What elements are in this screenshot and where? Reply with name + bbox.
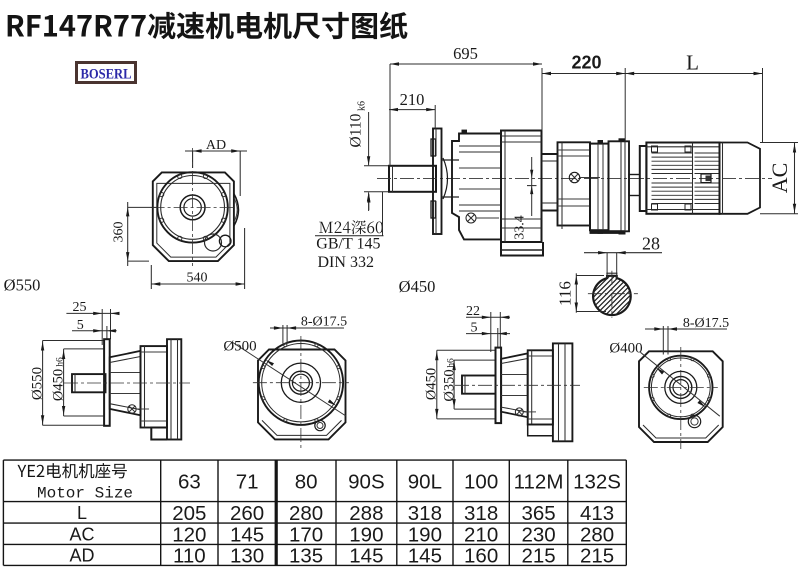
svg-text:100: 100 <box>464 470 498 493</box>
svg-text:116: 116 <box>556 281 575 306</box>
svg-text:280: 280 <box>580 523 614 546</box>
svg-text:210: 210 <box>464 523 498 546</box>
svg-text:L: L <box>686 51 699 75</box>
svg-text:190: 190 <box>349 523 383 546</box>
svg-text:205: 205 <box>172 502 206 525</box>
svg-text:210: 210 <box>400 90 425 109</box>
svg-text:145: 145 <box>349 544 383 567</box>
svg-text:215: 215 <box>580 544 614 567</box>
svg-text:80: 80 <box>295 470 318 493</box>
svg-text:120: 120 <box>172 523 206 546</box>
svg-text:AD: AD <box>206 138 226 153</box>
svg-text:71: 71 <box>236 470 259 493</box>
svg-text:220: 220 <box>571 53 601 73</box>
svg-text:Ø400: Ø400 <box>609 341 642 357</box>
svg-text:Ø450: Ø450 <box>424 368 440 400</box>
svg-text:33.4: 33.4 <box>513 215 528 240</box>
svg-text:Ø450: Ø450 <box>399 277 436 296</box>
svg-text:170: 170 <box>289 523 323 546</box>
svg-text:288: 288 <box>349 502 383 525</box>
svg-text:413: 413 <box>580 502 614 525</box>
svg-text:5: 5 <box>471 321 478 336</box>
svg-text:L: L <box>77 503 87 523</box>
svg-text:145: 145 <box>408 544 442 567</box>
svg-text:110: 110 <box>173 544 206 567</box>
svg-text:112M: 112M <box>514 470 564 493</box>
svg-text:Ø350: Ø350 <box>442 369 458 401</box>
svg-text:215: 215 <box>521 544 555 567</box>
svg-text:BOSERL: BOSERL <box>81 67 132 83</box>
svg-text:28: 28 <box>642 234 660 254</box>
svg-text:280: 280 <box>289 502 323 525</box>
svg-text:540: 540 <box>187 271 208 286</box>
svg-text:130: 130 <box>230 544 264 567</box>
svg-text:k6: k6 <box>357 101 368 111</box>
svg-text:90S: 90S <box>348 470 384 493</box>
svg-text:DIN 332: DIN 332 <box>318 254 374 271</box>
svg-text:Ø550: Ø550 <box>4 276 41 295</box>
svg-text:63: 63 <box>178 470 201 493</box>
svg-text:25: 25 <box>73 300 87 315</box>
svg-text:318: 318 <box>408 502 442 525</box>
svg-text:132S: 132S <box>573 470 621 493</box>
svg-text:AC: AC <box>69 524 94 544</box>
svg-text:Ø450: Ø450 <box>51 369 67 401</box>
svg-text:318: 318 <box>464 502 498 525</box>
svg-text:90L: 90L <box>408 470 442 493</box>
svg-text:5: 5 <box>77 318 84 333</box>
svg-text:GB/T 145: GB/T 145 <box>316 236 380 253</box>
svg-text:h6: h6 <box>447 358 457 368</box>
svg-text:AC: AC <box>767 163 792 194</box>
svg-text:22: 22 <box>466 304 480 319</box>
svg-text:365: 365 <box>521 502 555 525</box>
svg-text:695: 695 <box>453 44 478 63</box>
svg-text:Motor Size: Motor Size <box>37 485 133 503</box>
svg-text:135: 135 <box>289 544 323 567</box>
svg-text:h6: h6 <box>56 357 66 367</box>
svg-text:Ø110: Ø110 <box>348 113 365 147</box>
svg-text:Ø550: Ø550 <box>30 367 46 400</box>
svg-text:8-Ø17.5: 8-Ø17.5 <box>683 316 729 331</box>
svg-text:AD: AD <box>69 545 94 565</box>
svg-text:160: 160 <box>464 544 498 567</box>
svg-text:8-Ø17.5: 8-Ø17.5 <box>301 315 347 330</box>
svg-text:230: 230 <box>521 523 555 546</box>
svg-text:260: 260 <box>230 502 264 525</box>
svg-text:190: 190 <box>408 523 442 546</box>
svg-text:360: 360 <box>112 222 127 243</box>
svg-text:145: 145 <box>230 523 264 546</box>
svg-text:Ø500: Ø500 <box>223 339 256 355</box>
